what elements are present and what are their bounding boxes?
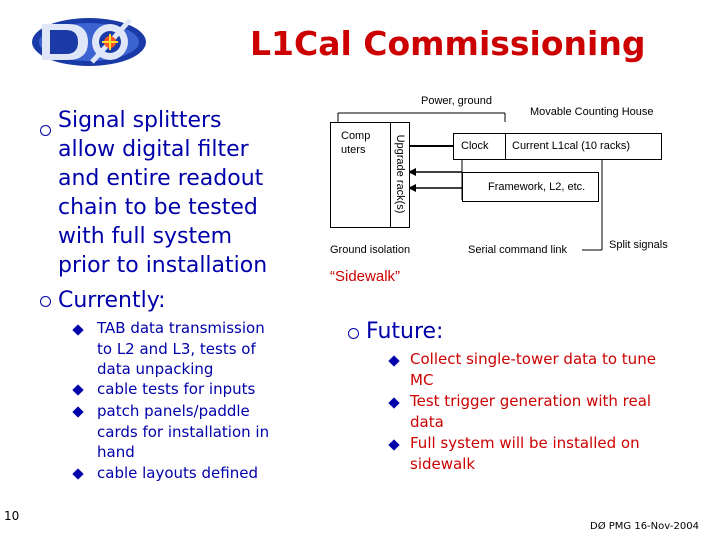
sub-bullet-cable-layouts: cable layouts defined (97, 464, 258, 482)
framework-box: Framework, L2, etc. (462, 172, 599, 202)
bullet-signal-splitters: Signal splitters allow digital filter an… (58, 106, 267, 280)
upgrade-racks-box (390, 122, 410, 228)
bullet-marker (40, 296, 51, 307)
current-l1cal-box: Current L1cal (10 racks) (505, 133, 662, 160)
slide-title: L1Cal Commissioning (250, 24, 646, 63)
future-item-line: Full system will be installed on (410, 434, 640, 452)
serial-command-link-label: Serial command link (468, 244, 568, 256)
sub-bullet-line: TAB data transmission (97, 319, 265, 337)
computers-label-line: uters (341, 144, 366, 156)
bullet-line: Signal splitters (58, 108, 222, 133)
d0-logo (30, 16, 148, 68)
sub-bullet-line: hand (97, 443, 135, 461)
sidewalk-label: “Sidewalk” (330, 268, 401, 285)
computers-box: Comp uters (330, 122, 392, 228)
bullet-line: allow digital filter (58, 137, 249, 162)
future-item-line: Collect single-tower data to tune (410, 350, 656, 368)
page-number: 10 (4, 509, 20, 523)
movable-counting-house-label: Movable Counting House (530, 106, 654, 118)
split-signals-label: Split signals (609, 239, 668, 251)
current-l1cal-label: Current L1cal (10 racks) (512, 140, 630, 152)
computers-label-line: Comp (341, 130, 371, 142)
sub-bullet-line: patch panels/paddle (97, 402, 250, 420)
sub-bullet-cable-tests: cable tests for inputs (97, 380, 256, 398)
future-item-line: sidewalk (410, 454, 476, 473)
bullet-line: prior to installation (58, 253, 268, 278)
clock-box: Clock (453, 133, 507, 160)
future-item-collect: Collect single-tower data to tune MC (410, 349, 656, 390)
bullet-line: with full system (58, 224, 233, 249)
bullet-line: and entire readout (58, 166, 264, 191)
footer-text: DØ PMG 16-Nov-2004 (590, 521, 699, 532)
future-item-line: Test trigger generation with real (410, 392, 652, 410)
future-item-trigger: Test trigger generation with real data (410, 391, 651, 432)
bullet-marker (348, 328, 359, 339)
bullet-line: chain to be tested (58, 195, 258, 220)
bullet-currently: Currently: (58, 288, 166, 313)
framework-label: Framework, L2, etc. (488, 181, 586, 193)
future-item-full-system: Full system will be installed on sidewal… (410, 433, 640, 474)
sub-bullet-patch-panels: patch panels/paddle cards for installati… (97, 401, 269, 463)
upgrade-racks-label: Upgrade rack(s) (394, 134, 406, 214)
clock-label: Clock (461, 140, 489, 152)
future-item-line: data (410, 412, 444, 431)
future-heading: Future: (366, 319, 444, 344)
ground-isolation-label: Ground isolation (330, 244, 411, 256)
bullet-marker (40, 125, 51, 136)
sub-bullet-line: cards for installation in (97, 422, 270, 441)
sub-bullet-line: to L2 and L3, tests of (97, 339, 256, 358)
sub-bullet-tab: TAB data transmission to L2 and L3, test… (97, 318, 265, 380)
future-item-line: MC (410, 370, 434, 389)
sub-bullet-line: data unpacking (97, 360, 214, 378)
power-ground-label: Power, ground (421, 95, 492, 107)
